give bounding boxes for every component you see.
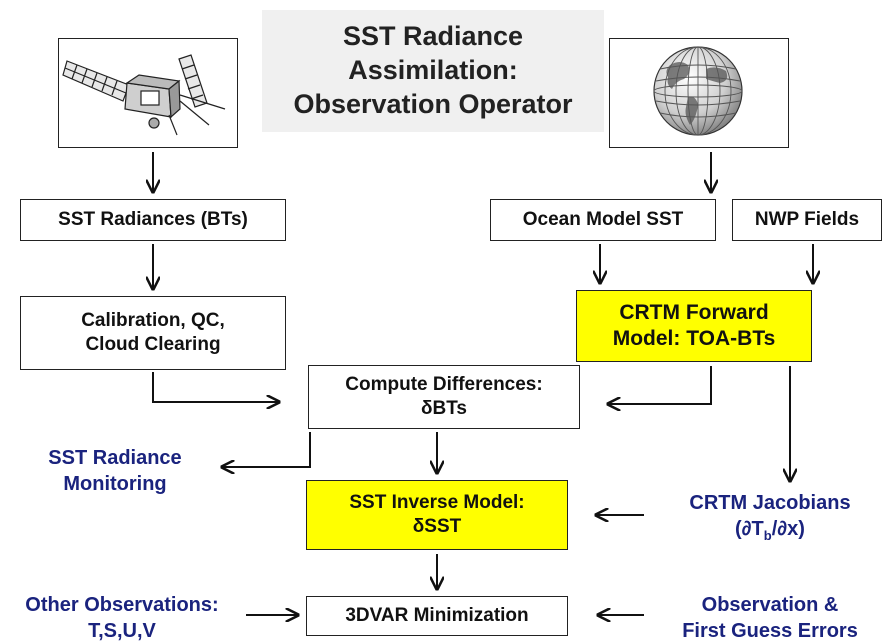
jacobians-label: CRTM Jacobians (∂Tb/∂x) [660,490,880,545]
jacobians-line-1: CRTM Jacobians [689,492,851,514]
calibration-line-1: Calibration, QC, [81,310,225,332]
compute-diff-line-1: Compute Differences: [345,374,543,396]
inverse-model-line-1: SST Inverse Model: [349,492,525,514]
inverse-model-line-2: δSST [412,516,462,537]
globe-icon [653,46,743,136]
sst-radiances-box: SST Radiances (BTs) [20,199,286,241]
minimization-box: 3DVAR Minimization [306,596,568,636]
calibration-line-2: Cloud Clearing [85,334,221,355]
minimization-label: 3DVAR Minimization [345,605,529,627]
satellite-image [58,38,238,148]
crtm-forward-line-2: Model: TOA-BTs [612,327,776,350]
other-obs-line-2: T,S,U,V [88,620,156,642]
compute-differences-box: Compute Differences: δBTs [308,365,580,429]
jacobians-line-2-a: (∂T [735,518,764,540]
compute-diff-line-2: δBTs [420,398,467,419]
crtm-forward-line-1: CRTM Forward [619,300,769,324]
title-line-1: SST Radiance [342,21,524,52]
nwp-fields-box: NWP Fields [732,199,882,241]
title-line-2: Assimilation: [348,55,518,86]
arrow-compute-to-monitoring [222,432,311,467]
title-line-3: Observation Operator [293,88,573,119]
other-observations-label: Other Observations: T,S,U,V [4,592,240,644]
ocean-model-label: Ocean Model SST [522,209,684,231]
ocean-model-box: Ocean Model SST [490,199,716,241]
monitoring-line-2: Monitoring [63,473,167,495]
obs-errors-line-2: First Guess Errors [682,620,858,642]
obs-errors-label: Observation & First Guess Errors [654,592,886,644]
crtm-forward-box: CRTM Forward Model: TOA-BTs [576,290,812,362]
arrow-crtm-to-compute [608,366,712,404]
monitoring-label: SST Radiance Monitoring [20,445,210,497]
calibration-box: Calibration, QC, Cloud Clearing [20,296,286,370]
sst-radiances-label: SST Radiances (BTs) [58,209,248,231]
arrow-calibration-to-compute [152,372,279,402]
obs-errors-line-1: Observation & [701,594,839,616]
jacobians-line-2-b: /∂x) [771,518,805,540]
diagram-title: SST Radiance Assimilation: Observation O… [262,10,604,132]
jacobians-line-2: (∂Tb/∂x) [660,516,880,545]
globe-image [609,38,789,148]
monitoring-line-1: SST Radiance [48,447,182,469]
inverse-model-box: SST Inverse Model: δSST [306,480,568,550]
jacobians-subscript: b [763,528,772,543]
other-obs-line-1: Other Observations: [25,594,219,616]
satellite-icon [62,54,226,136]
nwp-fields-label: NWP Fields [754,209,860,231]
